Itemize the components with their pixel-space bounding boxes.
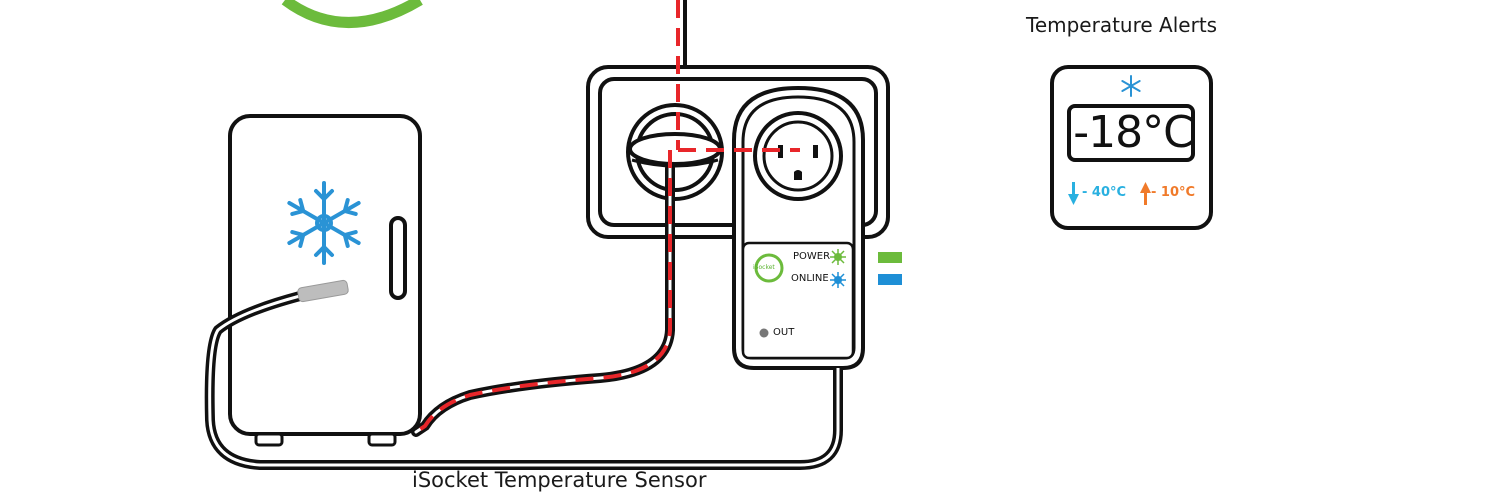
arrow-up-icon: [1140, 182, 1151, 205]
isocket-logo-icon: [754, 253, 784, 283]
probe-wire-core: [208, 294, 840, 467]
power-status-bar: [878, 252, 902, 263]
online-label: ONLINE: [791, 273, 829, 284]
alerts-title: Temperature Alerts: [1026, 13, 1218, 37]
card-snowflake-icon: [1121, 75, 1141, 97]
socket-ground-hole: [794, 170, 802, 180]
snowflake-icon: [287, 181, 361, 265]
socket-slot-left: [778, 145, 783, 158]
device-socket-inner: [762, 120, 834, 192]
fridge-foot-right: [367, 432, 397, 447]
diagram-caption: iSocket Temperature Sensor: [412, 468, 707, 492]
plug-lip: [631, 158, 719, 168]
device-socket-outer: [753, 111, 843, 201]
online-status-bar: [878, 274, 902, 285]
temperature-value: -18°C: [1073, 107, 1194, 158]
out-label: OUT: [773, 327, 795, 338]
fridge-handle: [389, 216, 407, 300]
socket-slot-right: [813, 145, 818, 158]
red-dashed-path-to-fridge: [414, 150, 672, 434]
power-led-rays: [830, 249, 846, 265]
low-threshold-value: - 40°C: [1082, 185, 1127, 200]
out-led-icon: [759, 328, 769, 338]
fridge-foot-left: [254, 432, 284, 447]
power-label: POWER: [793, 251, 831, 262]
fridge-body: [228, 114, 422, 436]
isocket-brand-text: iSocket: [753, 264, 775, 271]
green-ring-partial: [281, 0, 423, 28]
online-led-rays: [830, 272, 846, 288]
device-control-panel: [741, 241, 855, 360]
temperature-display-frame: [1067, 104, 1195, 162]
temperature-probe: [297, 279, 349, 303]
high-threshold-value: - 10°C: [1151, 185, 1196, 200]
arrow-down-icon: [1068, 182, 1079, 205]
